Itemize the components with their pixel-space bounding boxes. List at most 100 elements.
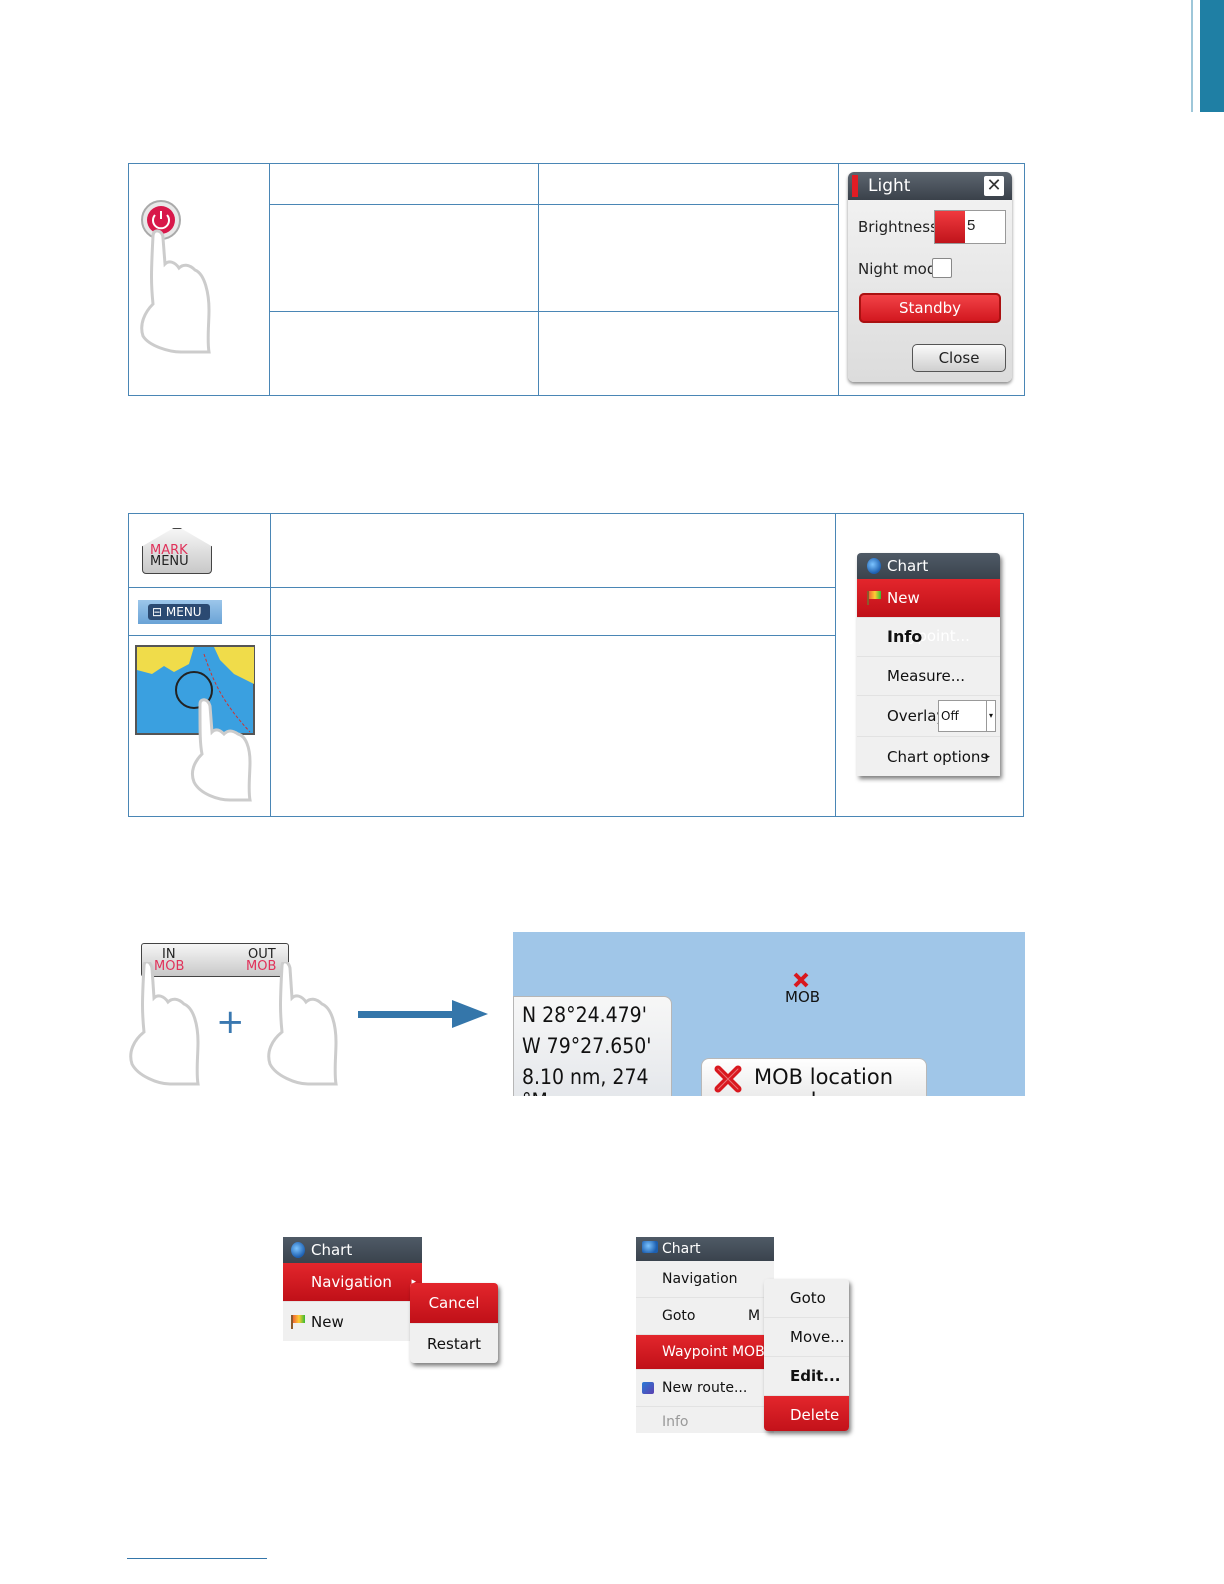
route-icon — [642, 1382, 654, 1394]
menu-item-new-waypoint[interactable]: New waypoint... — [283, 1302, 422, 1341]
wp-menu-title: Chart — [636, 1237, 774, 1261]
overlay-select[interactable]: Off ▾ — [938, 700, 996, 732]
menu-item-label: Goto — [662, 1308, 696, 1324]
menu-item-label: Waypoint MOB — [662, 1344, 765, 1360]
nav-chart-menu: Chart Navigation ▸ New waypoint... — [283, 1237, 422, 1341]
navigation-submenu: Cancel Restart — [410, 1283, 498, 1363]
light-dialog: Light ✕ Brightness 5 Night mode Standby … — [848, 172, 1012, 382]
menu-item-label: Move... — [790, 1328, 845, 1346]
arrow-head-icon — [452, 1000, 488, 1028]
power-key-cell — [128, 163, 270, 396]
menu-item-label: New waypoint... — [887, 589, 970, 645]
menu-item-chart-options[interactable]: Chart options ▸ — [857, 737, 1000, 776]
close-icon[interactable]: ✕ — [984, 176, 1004, 196]
wp-menu-title-text: Chart — [662, 1241, 701, 1257]
dropdown-arrow-icon: ▾ — [986, 701, 995, 731]
menu-item-label: Goto — [790, 1289, 826, 1307]
menu-soft-button: ⊟ MENU — [138, 600, 222, 624]
footer-rule — [127, 1558, 267, 1559]
menu-item-overlay[interactable]: Overlay Off ▾ — [857, 696, 1000, 737]
arrow-icon — [358, 1011, 458, 1018]
table1-cell — [538, 204, 840, 312]
menu-item-measure[interactable]: Measure... — [857, 657, 1000, 696]
menu-item-edit[interactable]: Edit... — [764, 1357, 849, 1396]
brightness-value: 5 — [967, 217, 976, 234]
menu-item-label: New waypoint... — [311, 1313, 344, 1331]
power-press-illustration — [140, 200, 211, 354]
table2-cell — [269, 512, 837, 589]
menu-item-info[interactable]: Info — [857, 618, 1000, 657]
close-button[interactable]: Close — [912, 344, 1006, 372]
overlay-value: Off — [941, 709, 959, 723]
nav-menu-title-text: Chart — [311, 1241, 353, 1259]
night-mode-label: Night mode — [858, 260, 946, 278]
range-bearing: 8.10 nm, 274 °M — [522, 1065, 649, 1096]
position-readout: N 28°24.479' W 79°27.650' 8.10 nm, 274 °… — [513, 996, 672, 1096]
menu-item-cancel[interactable]: Cancel — [410, 1283, 498, 1324]
table1-cell — [268, 204, 540, 312]
table1-cell — [538, 162, 840, 206]
in-key-label: IN — [162, 947, 176, 962]
menu-item-move[interactable]: Move... — [764, 1318, 849, 1357]
plus-sign: + — [216, 1002, 245, 1042]
table2-cell — [269, 587, 837, 637]
longitude: W 79°27.650' — [522, 1034, 652, 1058]
menu-item-label: Navigation — [311, 1273, 392, 1291]
menu-item-label: Navigation — [662, 1271, 738, 1287]
standby-button[interactable]: Standby — [859, 293, 1001, 323]
menu-item-label: Edit... — [790, 1367, 841, 1385]
mob-key: IN MOB OUT MOB — [141, 943, 289, 977]
submenu-arrow-icon: ▸ — [411, 1277, 416, 1287]
menu-item-navigation[interactable]: Navigation — [636, 1261, 774, 1298]
waypoint-chart-menu: Chart Navigation Goto M Waypoint MOB New… — [636, 1237, 774, 1433]
night-mode-checkbox[interactable] — [932, 258, 952, 278]
menu-item-suffix: M — [748, 1308, 761, 1324]
page-edge-marker — [1191, 0, 1224, 112]
brightness-fill — [935, 211, 966, 243]
menu-item-info[interactable]: Info — [636, 1407, 774, 1433]
menu-item-label: Restart — [427, 1335, 481, 1353]
menu-item-goto[interactable]: Goto M — [636, 1298, 774, 1335]
flag-icon — [867, 591, 881, 605]
menu-item-goto[interactable]: Goto — [764, 1279, 849, 1318]
menu-item-restart[interactable]: Restart — [410, 1324, 498, 1363]
menu-item-delete[interactable]: Delete — [764, 1396, 849, 1431]
brightness-slider[interactable]: 5 — [934, 210, 1006, 244]
brightness-label: Brightness — [858, 218, 938, 236]
menu-item-navigation[interactable]: Navigation ▸ — [283, 1263, 422, 1302]
menu-item-label: Delete — [790, 1406, 840, 1424]
waypoint-submenu: Goto Move... Edit... Delete — [764, 1279, 849, 1431]
table2-cell — [269, 635, 837, 817]
light-dialog-title: Light ✕ — [848, 172, 1012, 200]
chart-menu-title: Chart — [857, 553, 1000, 579]
menu-item-label: Info — [887, 627, 923, 646]
table1-cell — [538, 310, 840, 397]
menu-item-label: Chart options — [887, 748, 989, 766]
menu-item-label: Cancel — [428, 1294, 480, 1312]
saved-message: MOB location saved — [754, 1065, 894, 1096]
menu-item-new-route[interactable]: New route... — [636, 1370, 774, 1407]
dialog-title-text: Light — [868, 176, 911, 196]
out-key-label: OUT — [248, 947, 276, 962]
menu-item-label: Info — [662, 1414, 689, 1430]
menu-item-waypoint-mob[interactable]: Waypoint MOB — [636, 1335, 774, 1370]
chart-press-illustration — [135, 645, 255, 802]
menu-item-label: Overlay — [887, 707, 946, 725]
table1-cell — [268, 310, 540, 397]
table1-cell — [268, 162, 540, 206]
menu-item-new-waypoint[interactable]: New waypoint... — [857, 579, 1000, 645]
mob-saved-toast: MOB location saved — [701, 1058, 927, 1096]
mob-right-label: MOB — [246, 959, 277, 974]
globe-icon — [867, 558, 881, 574]
globe-icon — [291, 1242, 305, 1258]
flag-icon — [291, 1315, 305, 1329]
menu-item-label: New route... — [662, 1380, 748, 1396]
mark-key-label: MARK — [150, 543, 188, 558]
mob-marker-label: MOB — [785, 988, 821, 1006]
chart-menu: Chart New waypoint... Info Measure... Ov… — [857, 553, 1000, 776]
menu-item-label: Measure... — [887, 667, 966, 685]
menu-icon: ⊟ — [152, 605, 163, 619]
menu-button-label: MENU — [165, 605, 202, 619]
menu-key-label: MENU — [150, 554, 189, 569]
mob-left-label: MOB — [154, 959, 185, 974]
